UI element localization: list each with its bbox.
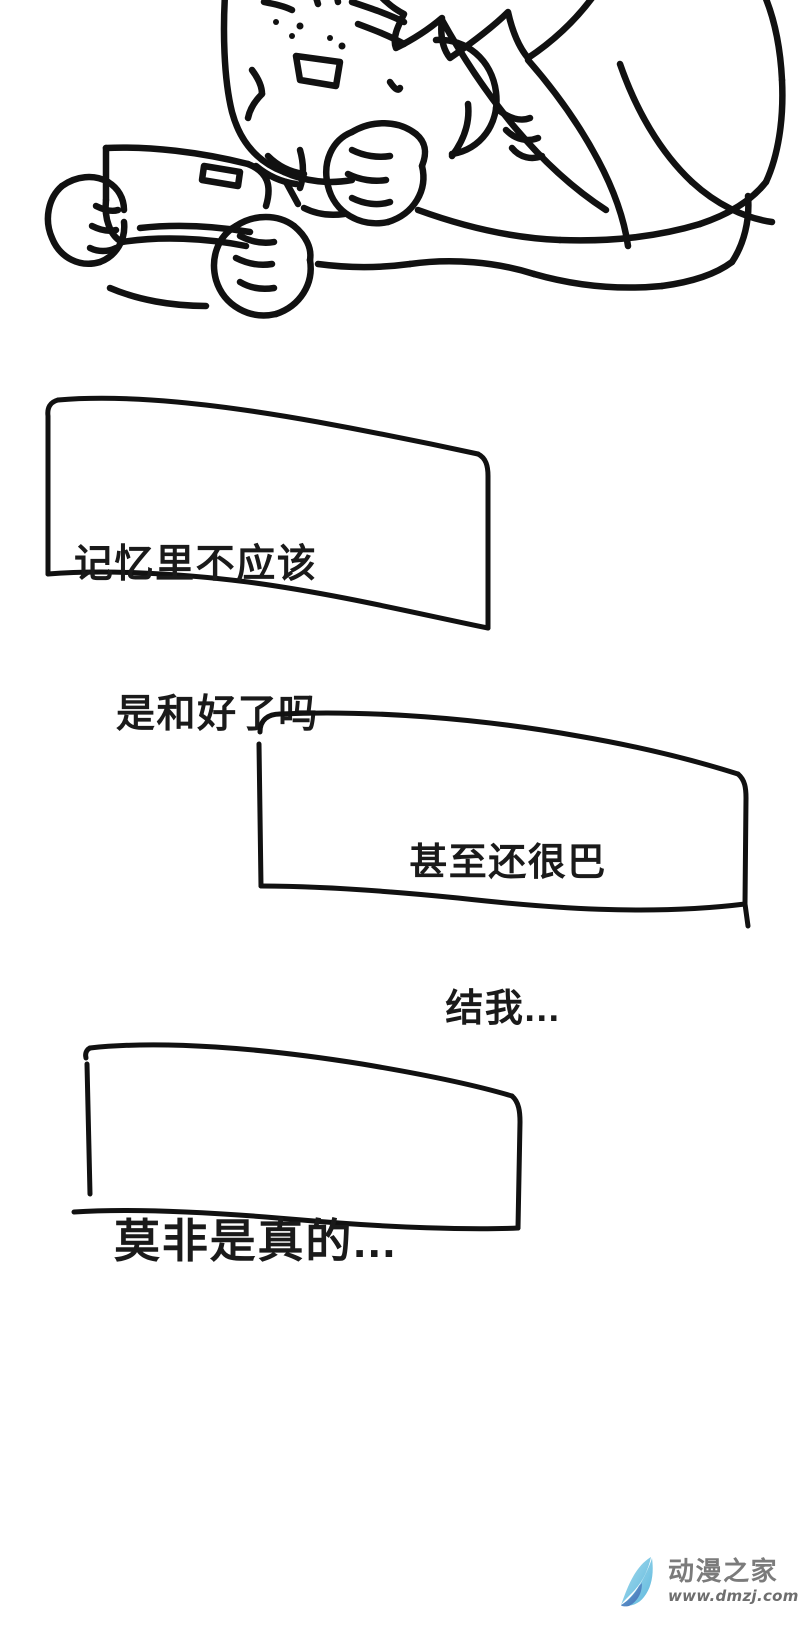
speech-bubble-3-outline (71, 1042, 523, 1232)
bubble-2-line-1: 甚至还很巴 (409, 842, 607, 885)
leaf-icon (621, 1557, 653, 1607)
speech-bubble-2: 甚至还很巴 结我... (248, 688, 751, 1030)
watermark-url: www.dmzj.com (668, 1586, 799, 1605)
comic-panel-illustration (0, 0, 800, 345)
speech-bubble-1-text: 记忆里不应该 是和好了吗 (74, 440, 464, 839)
speech-bubble-1: 记忆里不应该 是和好了吗 (38, 378, 500, 736)
speech-bubble-2-outline (256, 710, 751, 929)
watermark-text-group: 动漫之家 www.dmzj.com (668, 1559, 799, 1604)
bubble-3-line-1: 莫非是真的... (114, 1214, 398, 1267)
speech-bubble-3-text: 莫非是真的... (114, 1094, 514, 1388)
bubble-2-line-2: 结我... (445, 988, 561, 1031)
watermark-brand: 动漫之家 (668, 1556, 779, 1587)
bubble-1-line-1: 记忆里不应该 (74, 542, 318, 586)
speech-bubble-1-outline (45, 395, 491, 631)
speech-bubble-3: 莫非是真的... (71, 1008, 532, 1267)
site-watermark: 动漫之家 www.dmzj.com (618, 1543, 798, 1619)
speech-bubble-2-text: 甚至还很巴 结我... (308, 742, 708, 1131)
